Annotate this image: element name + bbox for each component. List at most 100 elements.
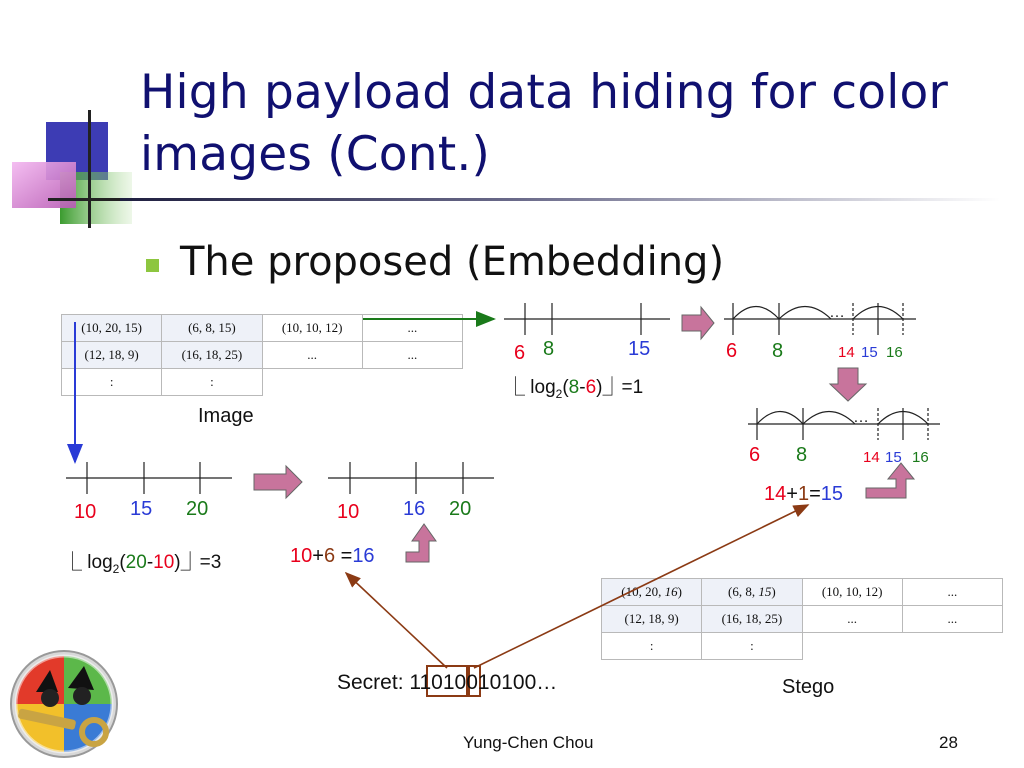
up-turn-arrow-icon (405, 523, 437, 563)
secret-bits-highlight-b (468, 665, 481, 697)
table-row: (12, 18, 9) (16, 18, 25) ... ... (60, 341, 464, 369)
tick-label: 14 (838, 344, 855, 361)
table-cell: (10, 20, 16) (600, 578, 703, 606)
stego-table: (10, 20, 16) (6, 8, 15) (10, 10, 12) ...… (600, 578, 1004, 660)
floor-right: ⏌ (602, 377, 622, 398)
sum-b-operand: 10 (290, 545, 313, 567)
table-cell: (6, 8, 15) (701, 578, 803, 606)
title-divider (120, 198, 1000, 201)
sum-a-result: 15 (820, 483, 843, 505)
italic-value: 15 (758, 584, 772, 599)
sum-a-bit: 1 (797, 483, 810, 505)
formula-sum-b: 10+6 =16 (290, 545, 375, 568)
tick-label: 16 (403, 498, 425, 520)
slide-logo-icon (10, 650, 118, 758)
sum-a-operand: 14 (764, 483, 787, 505)
formula-a: 8 (568, 377, 580, 398)
sum-b-op: + (312, 545, 324, 567)
table-cell-empty (802, 632, 903, 660)
page-number: 28 (939, 733, 958, 752)
formula-log-b: ⎿ log2(20-10)⏌=3 (63, 552, 222, 576)
formula-b: 6 (585, 377, 597, 398)
table-row: : : (600, 632, 1003, 660)
tick-label: 10 (337, 501, 359, 523)
table-cell: ... (261, 341, 363, 369)
table-cell: : (60, 368, 163, 396)
number-line-first-pair: 6 8 15 (504, 303, 670, 364)
formula-a: 20 (125, 552, 147, 573)
image-label: Image (198, 405, 254, 427)
floor-right: ⏌ (180, 552, 200, 573)
table-cell-empty (902, 632, 1003, 660)
table-cell: ... (801, 605, 903, 633)
down-arrow-icon (828, 367, 868, 402)
tick-label: 6 (749, 444, 760, 466)
secret-to-sum-a-arrow (473, 504, 810, 669)
table-cell-empty (362, 368, 463, 396)
italic-value: 16 (664, 584, 678, 599)
log-base: 2 (555, 386, 563, 401)
tick-label: 8 (772, 340, 783, 362)
table-cell: : (600, 632, 703, 660)
tick-label: 6 (726, 340, 737, 362)
tick-label: 10 (74, 501, 96, 523)
table-row: (12, 18, 9) (16, 18, 25) ... ... (600, 605, 1004, 633)
formula-log-a: ⎿ log2(8-6)⏌=1 (506, 377, 644, 401)
log-text: log (87, 552, 113, 573)
tick-label: 6 (514, 342, 525, 364)
right-arrow-icon (681, 305, 715, 341)
bullet-text: The proposed (Embedding) (180, 239, 725, 285)
number-line-second-mapped: … 6 8 14 15 16 (748, 408, 940, 466)
table-cell: ... (901, 605, 1004, 633)
number-line-left-embedded: 10 16 20 (328, 462, 494, 523)
number-line-left-original: 10 15 20 (66, 462, 232, 523)
sum-b-bit: 6 (323, 545, 336, 567)
formula-sum-a: 14+1=15 (764, 483, 843, 506)
table-cell: : (701, 632, 803, 660)
tick-label: 14 (863, 449, 880, 466)
table-cell: (12, 18, 9) (600, 605, 703, 633)
up-turn-arrow-icon (865, 462, 916, 499)
secret-to-sum-b-arrow (344, 571, 448, 669)
image-table: (10, 20, 15) (6, 8, 15) (10, 10, 12) ...… (60, 314, 464, 396)
formula-result: =1 (621, 377, 644, 398)
stego-label: Stego (782, 676, 835, 698)
secret-label: Secret: (337, 671, 404, 694)
tick-label: 8 (796, 444, 807, 466)
sum-b-eq: = (335, 545, 353, 567)
tick-label: 15 (885, 449, 902, 466)
formula-b: 10 (153, 552, 175, 573)
table-cell: : (161, 368, 263, 396)
footer-author: Yung-Chen Chou (463, 733, 594, 752)
sum-a-op: + (786, 483, 798, 505)
sum-b-result: 16 (352, 545, 375, 567)
secret-bits: 11010010100… (409, 671, 558, 694)
table-row: : : (60, 368, 463, 396)
sum-a-eq: = (809, 483, 821, 505)
bullet-icon (146, 259, 159, 272)
table-cell: (10, 10, 12) (261, 314, 363, 342)
number-line-first-mapped: … 6 8 14 15 16 (724, 303, 916, 362)
tick-label: 16 (886, 344, 903, 361)
table-cell: ... (361, 341, 464, 369)
ellipsis-label: … (853, 409, 869, 426)
table-row: (10, 20, 16) (6, 8, 15) (10, 10, 12) ... (600, 578, 1004, 606)
tick-label: 8 (543, 338, 554, 360)
log-text: log (530, 377, 556, 398)
tick-label: 15 (130, 498, 152, 520)
table-cell: (10, 10, 12) (801, 578, 903, 606)
floor-left: ⎿ (506, 377, 526, 398)
table-cell: (12, 18, 9) (60, 341, 163, 369)
table-cell-empty (262, 368, 363, 396)
slide-title: High payload data hiding for color image… (140, 65, 949, 182)
ellipsis-label: … (829, 304, 845, 321)
tick-label: 20 (186, 498, 208, 520)
tick-label: 20 (449, 498, 471, 520)
formula-result: =3 (199, 552, 222, 573)
secret-text: Secret: 11010010100… (337, 671, 557, 695)
secret-bits-highlight-a (426, 665, 468, 697)
tick-label: 16 (912, 449, 929, 466)
tick-label: 15 (861, 344, 878, 361)
floor-left: ⎿ (63, 552, 83, 573)
